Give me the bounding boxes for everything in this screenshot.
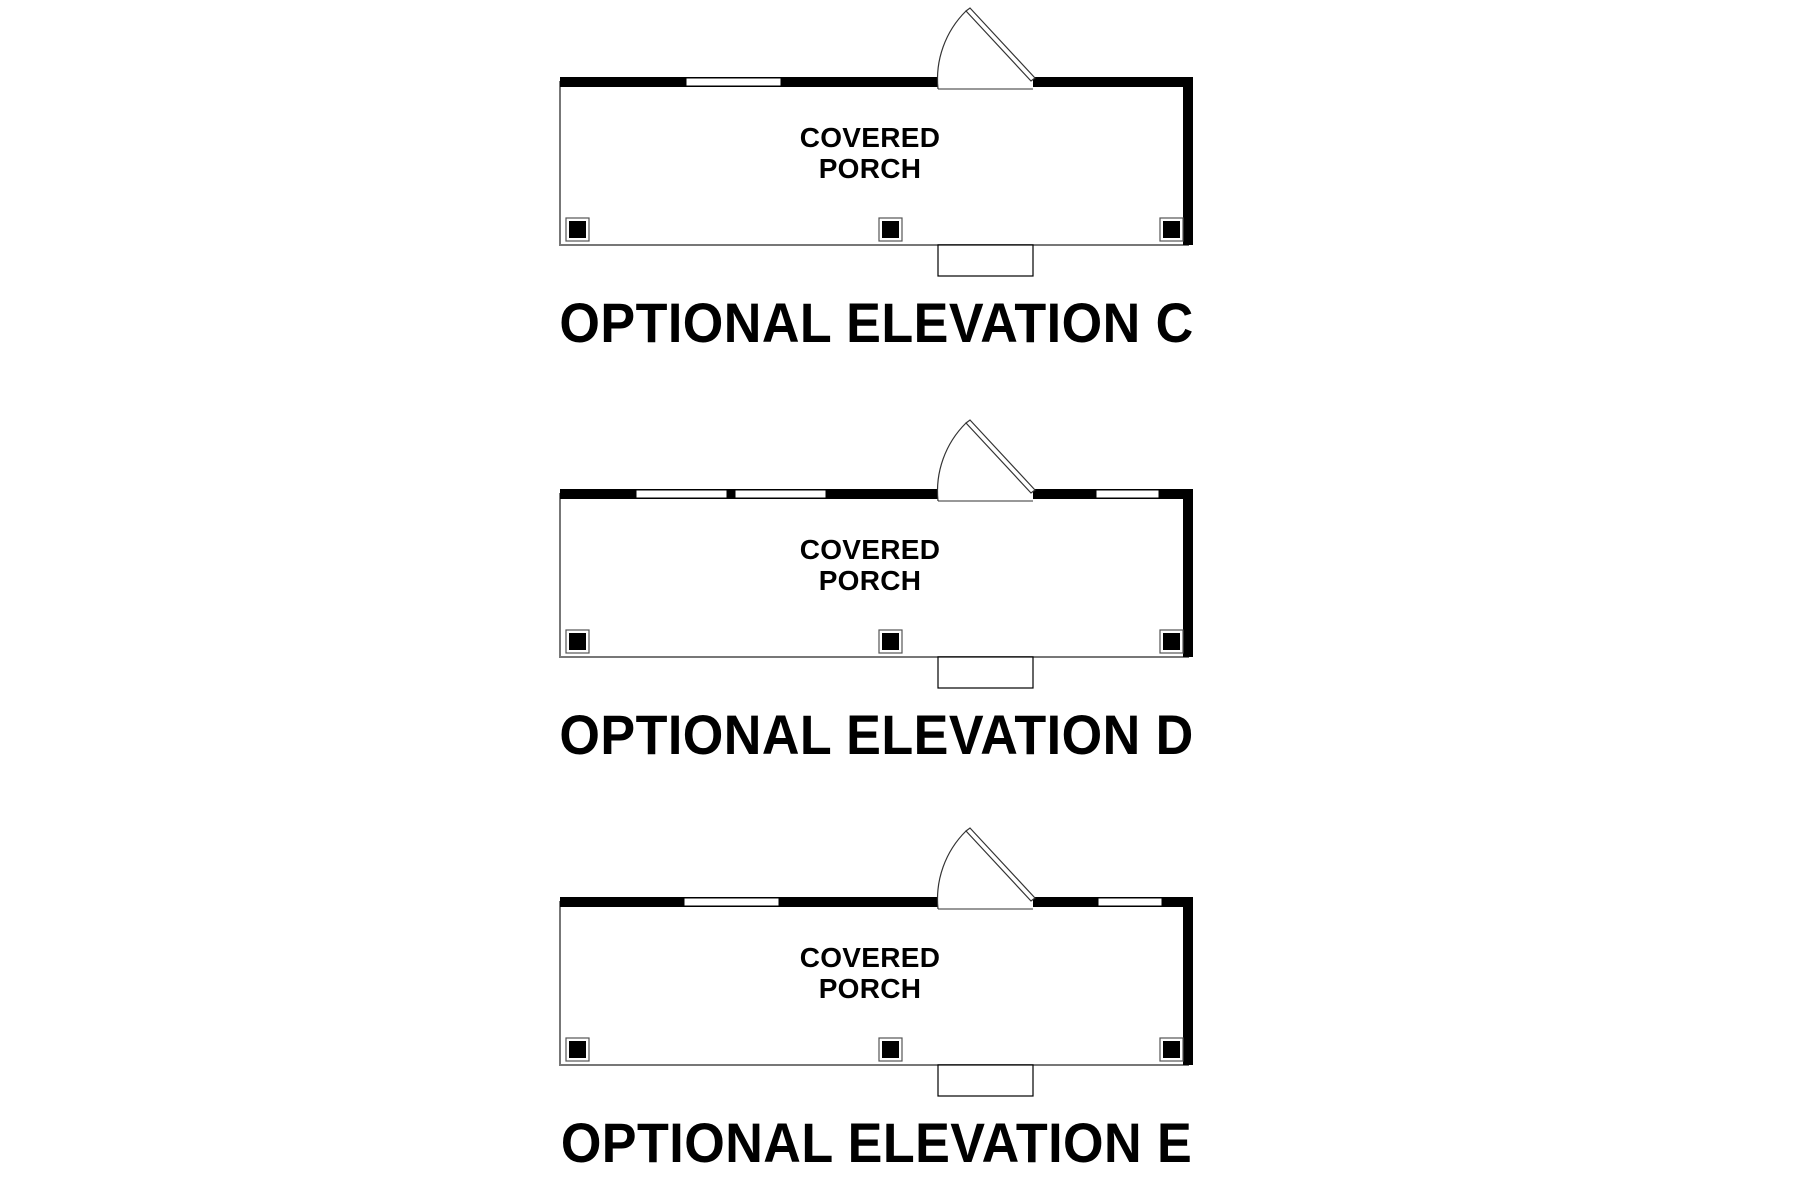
window-2 <box>734 489 827 499</box>
plan-elevation-d: COVERED PORCH OPTIONAL ELEVATION D <box>0 412 1800 772</box>
front-step <box>937 1064 1034 1097</box>
door-opening <box>938 896 1033 909</box>
plan-elevation-c: COVERED PORCH OPTIONAL ELEVATION C <box>0 0 1800 360</box>
room-label-covered-porch: COVERED PORCH <box>770 942 970 1004</box>
top-wall <box>560 77 1193 87</box>
porch-outline <box>559 493 1189 658</box>
porch-outline <box>559 81 1189 246</box>
door-leaf[interactable] <box>965 827 1036 902</box>
column-right <box>1159 629 1184 654</box>
plan-elevation-e: COVERED PORCH OPTIONAL ELEVATION E <box>0 820 1800 1180</box>
right-wall <box>1183 897 1193 1065</box>
window-2 <box>1097 897 1163 907</box>
top-wall <box>560 489 1193 499</box>
door-leaf[interactable] <box>965 419 1036 494</box>
room-label-line-1: COVERED <box>799 942 941 973</box>
porch-floorplan-c <box>559 7 1193 277</box>
door-swing-arc <box>936 10 967 90</box>
column-left <box>565 1037 590 1062</box>
door-opening <box>938 488 1033 501</box>
door-swing-arc <box>936 830 967 910</box>
front-step <box>937 656 1034 689</box>
elevation-title-c: OPTIONAL ELEVATION C <box>559 291 1194 354</box>
column-left <box>565 629 590 654</box>
column-center <box>878 217 903 242</box>
room-label-covered-porch: COVERED PORCH <box>770 122 970 184</box>
door-swing-arc <box>936 422 967 502</box>
column-right <box>1159 1037 1184 1062</box>
window-1 <box>635 489 728 499</box>
window-1 <box>685 77 782 87</box>
right-wall <box>1183 77 1193 245</box>
room-label-line-2: PORCH <box>818 153 922 184</box>
elevation-title-e: OPTIONAL ELEVATION E <box>560 1111 1193 1174</box>
room-label-line-1: COVERED <box>799 122 941 153</box>
room-label-line-2: PORCH <box>818 565 922 596</box>
door-leaf[interactable] <box>965 7 1036 82</box>
room-label-covered-porch: COVERED PORCH <box>770 534 970 596</box>
column-center <box>878 629 903 654</box>
porch-floorplan-d <box>559 419 1193 689</box>
room-label-line-2: PORCH <box>818 973 922 1004</box>
column-right <box>1159 217 1184 242</box>
window-3 <box>1095 489 1160 499</box>
column-left <box>565 217 590 242</box>
room-label-line-1: COVERED <box>799 534 941 565</box>
column-center <box>878 1037 903 1062</box>
window-1 <box>683 897 780 907</box>
front-step <box>937 244 1034 277</box>
door-opening <box>938 76 1033 89</box>
elevation-title-d: OPTIONAL ELEVATION D <box>559 703 1194 766</box>
top-wall <box>560 897 1193 907</box>
right-wall <box>1183 489 1193 657</box>
porch-floorplan-e <box>559 827 1193 1097</box>
